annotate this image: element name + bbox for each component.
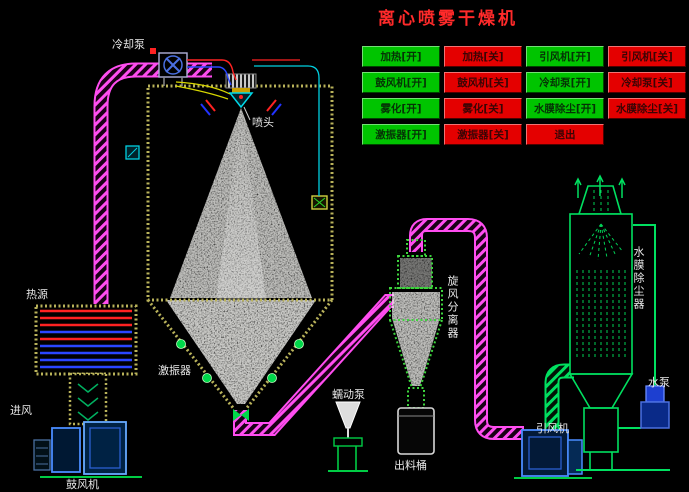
spray-beam xyxy=(216,110,266,300)
label-discharge-barrel: 出料桶 xyxy=(394,459,427,472)
btn-scrubber-off[interactable]: 水膜除尘[关] xyxy=(608,98,686,119)
nozzle-leader-line xyxy=(243,106,251,121)
btn-induced-fan-on[interactable]: 引风机[开] xyxy=(526,46,604,67)
cooling-pump-unit xyxy=(150,48,188,86)
exhaust-pipe xyxy=(409,218,524,440)
water-pump-unit xyxy=(618,224,670,429)
label-vibrator: 激振器 xyxy=(158,364,191,377)
fan-blade-icon xyxy=(163,55,183,75)
btn-vibrator-off[interactable]: 激振器[关] xyxy=(444,124,522,145)
btn-scrubber-on[interactable]: 水膜除尘[开] xyxy=(526,98,604,119)
fan-to-scrubber-pipe xyxy=(544,363,574,432)
btn-exit[interactable]: 退出 xyxy=(526,124,604,145)
btn-blower-on[interactable]: 鼓风机[开] xyxy=(362,72,440,93)
label-water-pump: 水泵 xyxy=(648,376,670,389)
discharge-barrel xyxy=(397,407,435,455)
label-blower: 鼓风机 xyxy=(66,478,99,491)
control-panel: 加热[开] 加热[关] 引风机[开] 引风机[关] 鼓风机[开] 鼓风机[关] … xyxy=(362,46,686,145)
btn-heating-on[interactable]: 加热[开] xyxy=(362,46,440,67)
label-scrubber: 水膜除尘器 xyxy=(632,246,645,311)
label-nozzle: 喷头 xyxy=(252,116,274,129)
btn-heating-off[interactable]: 加热[关] xyxy=(444,46,522,67)
btn-atomizer-off[interactable]: 雾化[关] xyxy=(444,98,522,119)
hot-air-pipe xyxy=(93,62,212,304)
label-cyclone: 旋风分离器 xyxy=(446,275,459,340)
air-inlet-filter xyxy=(33,439,51,471)
spray-nozzle xyxy=(200,73,282,121)
exhaust-arrows xyxy=(574,174,626,198)
heater xyxy=(34,304,138,376)
label-air-inlet: 进风 xyxy=(10,404,32,417)
label-heat-source: 热源 xyxy=(26,288,48,301)
btn-vibrator-on[interactable]: 激振器[开] xyxy=(362,124,440,145)
water-pipe xyxy=(633,224,656,386)
label-peristaltic-pump: 蠕动泵 xyxy=(332,388,365,401)
btn-cooling-pump-off[interactable]: 冷却泵[关] xyxy=(608,72,686,93)
label-cooling-pump: 冷却泵 xyxy=(112,38,145,51)
discharge-valve xyxy=(233,409,249,421)
page-title: 离心喷雾干燥机 xyxy=(378,9,518,29)
peristaltic-pump-unit xyxy=(328,401,368,472)
coolant-lines xyxy=(175,59,320,196)
induced-fan-unit xyxy=(514,429,592,479)
btn-cooling-pump-on[interactable]: 冷却泵[开] xyxy=(526,72,604,93)
btn-blower-off[interactable]: 鼓风机[关] xyxy=(444,72,522,93)
label-induced-fan: 引风机 xyxy=(536,422,569,435)
scrubber-unit xyxy=(568,174,670,471)
btn-atomizer-on[interactable]: 雾化[开] xyxy=(362,98,440,119)
vibrator-units xyxy=(176,339,304,383)
drying-chamber xyxy=(125,84,334,410)
hopper-powder xyxy=(166,300,316,404)
cyclone-separator xyxy=(389,239,443,409)
btn-induced-fan-off[interactable]: 引风机[关] xyxy=(608,46,686,67)
blower-unit xyxy=(33,372,142,478)
atomizer-motor xyxy=(225,73,257,89)
